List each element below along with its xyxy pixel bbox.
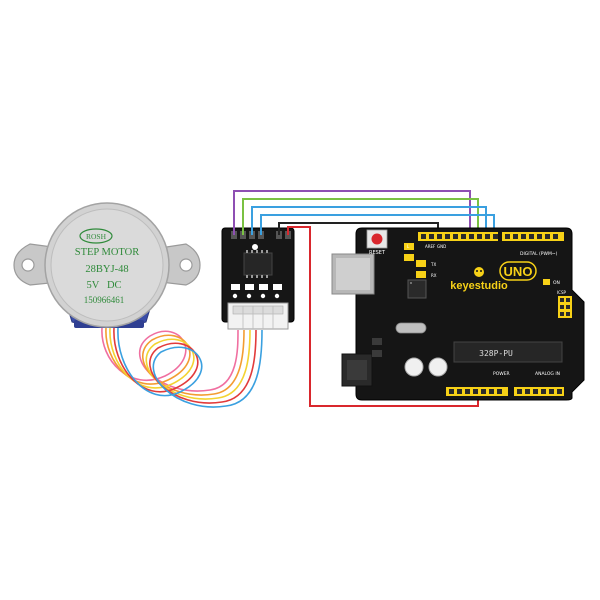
power-header-label: POWER	[493, 371, 510, 377]
jumper-wires	[233, 190, 495, 407]
capacitor-2	[428, 357, 448, 377]
motor-label-line3: 5V DC	[86, 280, 121, 291]
icsp-header[interactable]	[558, 296, 572, 318]
brand-name: keyestudio	[450, 280, 508, 292]
on-led-label: ON	[553, 280, 560, 286]
capacitor-1	[404, 357, 424, 377]
led-l-label: L	[407, 244, 410, 249]
wire-power	[287, 226, 479, 407]
crystal	[395, 322, 427, 334]
wire-purple	[233, 190, 471, 236]
model-name: UNO	[504, 264, 533, 279]
analog-header[interactable]	[514, 387, 564, 396]
driver-chip	[243, 252, 273, 276]
motor-label-line2: 28BYJ-48	[85, 264, 128, 275]
power-header[interactable]	[446, 387, 508, 396]
usb-chip	[407, 279, 427, 299]
brand-logo: keyestudio	[450, 267, 508, 292]
tx-label: TX	[430, 262, 436, 267]
wire-blue	[251, 206, 487, 236]
rx-label: RX	[431, 273, 437, 278]
main-chip-label: 328P-PU	[479, 349, 513, 358]
reset-label: RESET	[369, 250, 386, 256]
wire-green	[242, 198, 479, 236]
model-badge	[499, 261, 537, 281]
motor-logo-badge	[79, 228, 113, 244]
driver-led-row	[231, 284, 282, 299]
digital-header-label: DIGITAL (PWM~)	[520, 251, 558, 257]
aref-label: AREF	[425, 244, 436, 249]
power-led	[543, 279, 550, 285]
motor-label-line1: STEP MOTOR	[75, 247, 139, 258]
stepper-motor: ROSH STEP MOTOR 28BYJ-48 5V DC 150966461	[13, 202, 201, 328]
driver-board	[221, 227, 295, 330]
indicator-leds: TX RX L	[404, 243, 437, 278]
digital-header[interactable]	[418, 232, 564, 241]
driver-led	[252, 244, 258, 250]
motor-label-line4: 150966461	[84, 295, 125, 305]
icsp-label: ICSP	[557, 290, 567, 295]
analog-header-label: ANALOG IN	[535, 371, 560, 377]
motor-logo-text: ROSH	[86, 232, 107, 241]
arduino-board: RESET AREF GND DIGITAL (PWM~)	[331, 227, 585, 401]
motor-cable	[101, 327, 263, 408]
main-chip	[453, 341, 563, 363]
wire-blue-2	[260, 214, 495, 236]
gnd-label: GND	[437, 244, 446, 249]
